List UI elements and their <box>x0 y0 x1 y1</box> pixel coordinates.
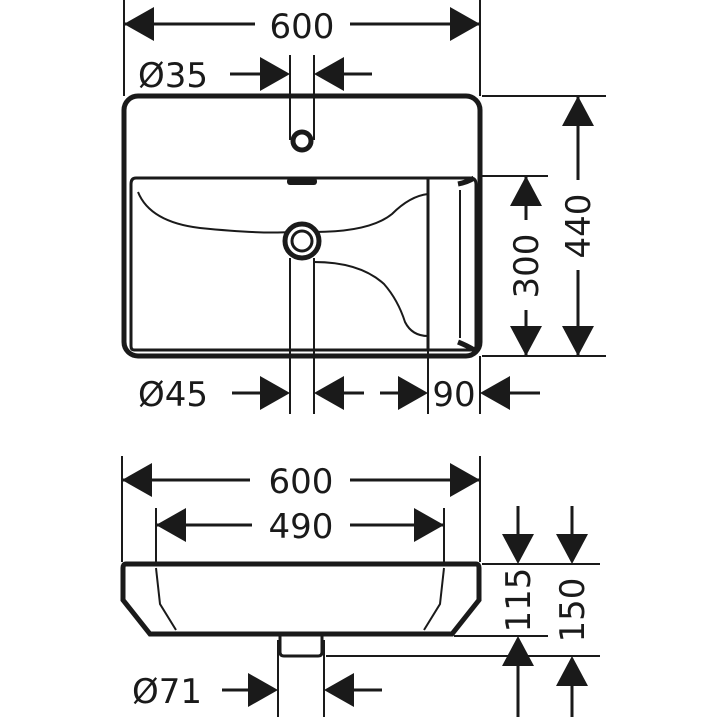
bowl-outline <box>129 176 478 352</box>
label-inner-width: 490 <box>269 507 334 547</box>
shelf-corner-top <box>457 175 476 187</box>
dim-width-600-top: 600 <box>124 7 480 47</box>
basin-outline <box>121 93 483 359</box>
dim-total-depth-440: 440 <box>559 96 599 356</box>
basin-inner-left <box>155 567 177 631</box>
dim-drain: Ø71 <box>132 640 382 717</box>
basin-side-profile <box>120 561 482 637</box>
bowl-contour <box>137 191 291 234</box>
dim-bowl-depth-300: 300 <box>507 176 547 356</box>
top-view: 600 Ø35 <box>121 0 606 415</box>
label-waste: Ø45 <box>138 375 208 415</box>
dim-width-600-side: 600 <box>122 462 480 502</box>
label-height-total: 150 <box>553 578 593 643</box>
dim-side-90: 90 <box>380 375 540 415</box>
dim-height-115: 115 <box>499 506 539 717</box>
label-side: 90 <box>432 375 475 415</box>
waste-drain-outer <box>282 221 322 261</box>
label-total-depth: 440 <box>559 194 599 259</box>
overflow-slot <box>287 178 317 185</box>
label-drain: Ø71 <box>132 672 202 712</box>
dim-waste: Ø45 <box>138 375 364 415</box>
drain-stub <box>278 636 324 658</box>
basin-inner-right <box>423 567 445 631</box>
waste-drain-inner <box>290 229 314 253</box>
label-height-inner: 115 <box>499 568 539 633</box>
side-view: 600 490 115 <box>120 456 600 717</box>
dim-height-150: 150 <box>553 506 593 717</box>
label-width-top: 600 <box>270 7 335 47</box>
label-tap-hole: Ø35 <box>138 56 208 96</box>
label-width-side: 600 <box>269 462 334 502</box>
label-bowl-depth: 300 <box>507 234 547 299</box>
shelf-corner-bottom <box>457 339 476 353</box>
dim-inner-width-490: 490 <box>156 507 444 547</box>
tap-hole <box>290 129 314 153</box>
